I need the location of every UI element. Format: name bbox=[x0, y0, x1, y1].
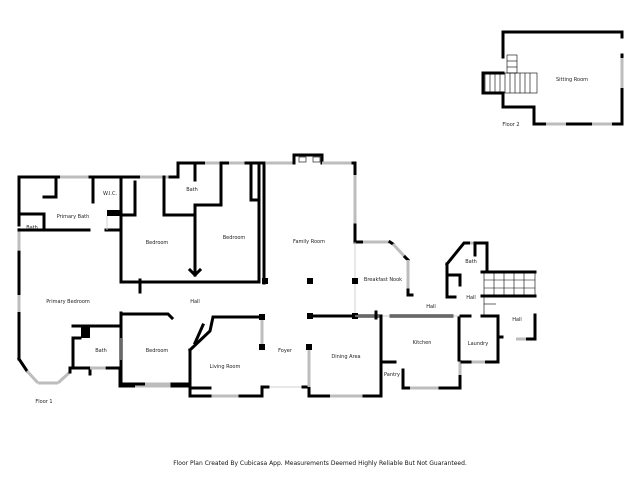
floor-2-plan bbox=[481, 30, 624, 126]
room-label-hall-right-2: Hall bbox=[466, 295, 476, 301]
floor-1-plan bbox=[16, 153, 537, 398]
room-label-hall-center: Hall bbox=[190, 299, 200, 305]
room-label-wic: W.I.C. bbox=[102, 191, 118, 197]
room-label-bath-left: Bath bbox=[26, 225, 38, 231]
room-label-living-room: Living Room bbox=[209, 364, 241, 370]
room-label-bath-lower: Bath bbox=[95, 348, 107, 354]
room-label-pantry: Pantry bbox=[384, 372, 400, 378]
room-label-bath-top: Bath bbox=[186, 187, 198, 193]
floor-2-label: Floor 2 bbox=[502, 122, 520, 128]
disclaimer-footer: Floor Plan Created By Cubicasa App. Meas… bbox=[173, 460, 467, 467]
room-label-family-room: Family Room bbox=[293, 239, 325, 245]
room-label-primary-bath: Primary Bath bbox=[56, 214, 90, 220]
room-label-sitting-room: Sitting Room bbox=[555, 77, 589, 83]
room-label-primary-bedroom: Primary Bedroom bbox=[46, 299, 90, 305]
room-label-bedroom-2: Bedroom bbox=[222, 235, 246, 241]
room-label-bath-right: Bath bbox=[465, 259, 477, 265]
room-label-kitchen: Kitchen bbox=[412, 340, 432, 346]
room-label-hall-right-3: Hall bbox=[512, 317, 522, 323]
room-label-foyer: Foyer bbox=[278, 348, 292, 354]
room-label-bedroom-1: Bedroom bbox=[145, 240, 169, 246]
room-label-dining-area: Dining Area bbox=[331, 354, 361, 360]
room-label-laundry: Laundry bbox=[467, 341, 489, 347]
room-label-hall-right-1: Hall bbox=[426, 304, 436, 310]
floor-1-label: Floor 1 bbox=[35, 399, 53, 405]
room-label-bedroom-3: Bedroom bbox=[145, 348, 169, 354]
room-label-breakfast-nook: Breakfast Nook bbox=[363, 277, 403, 283]
